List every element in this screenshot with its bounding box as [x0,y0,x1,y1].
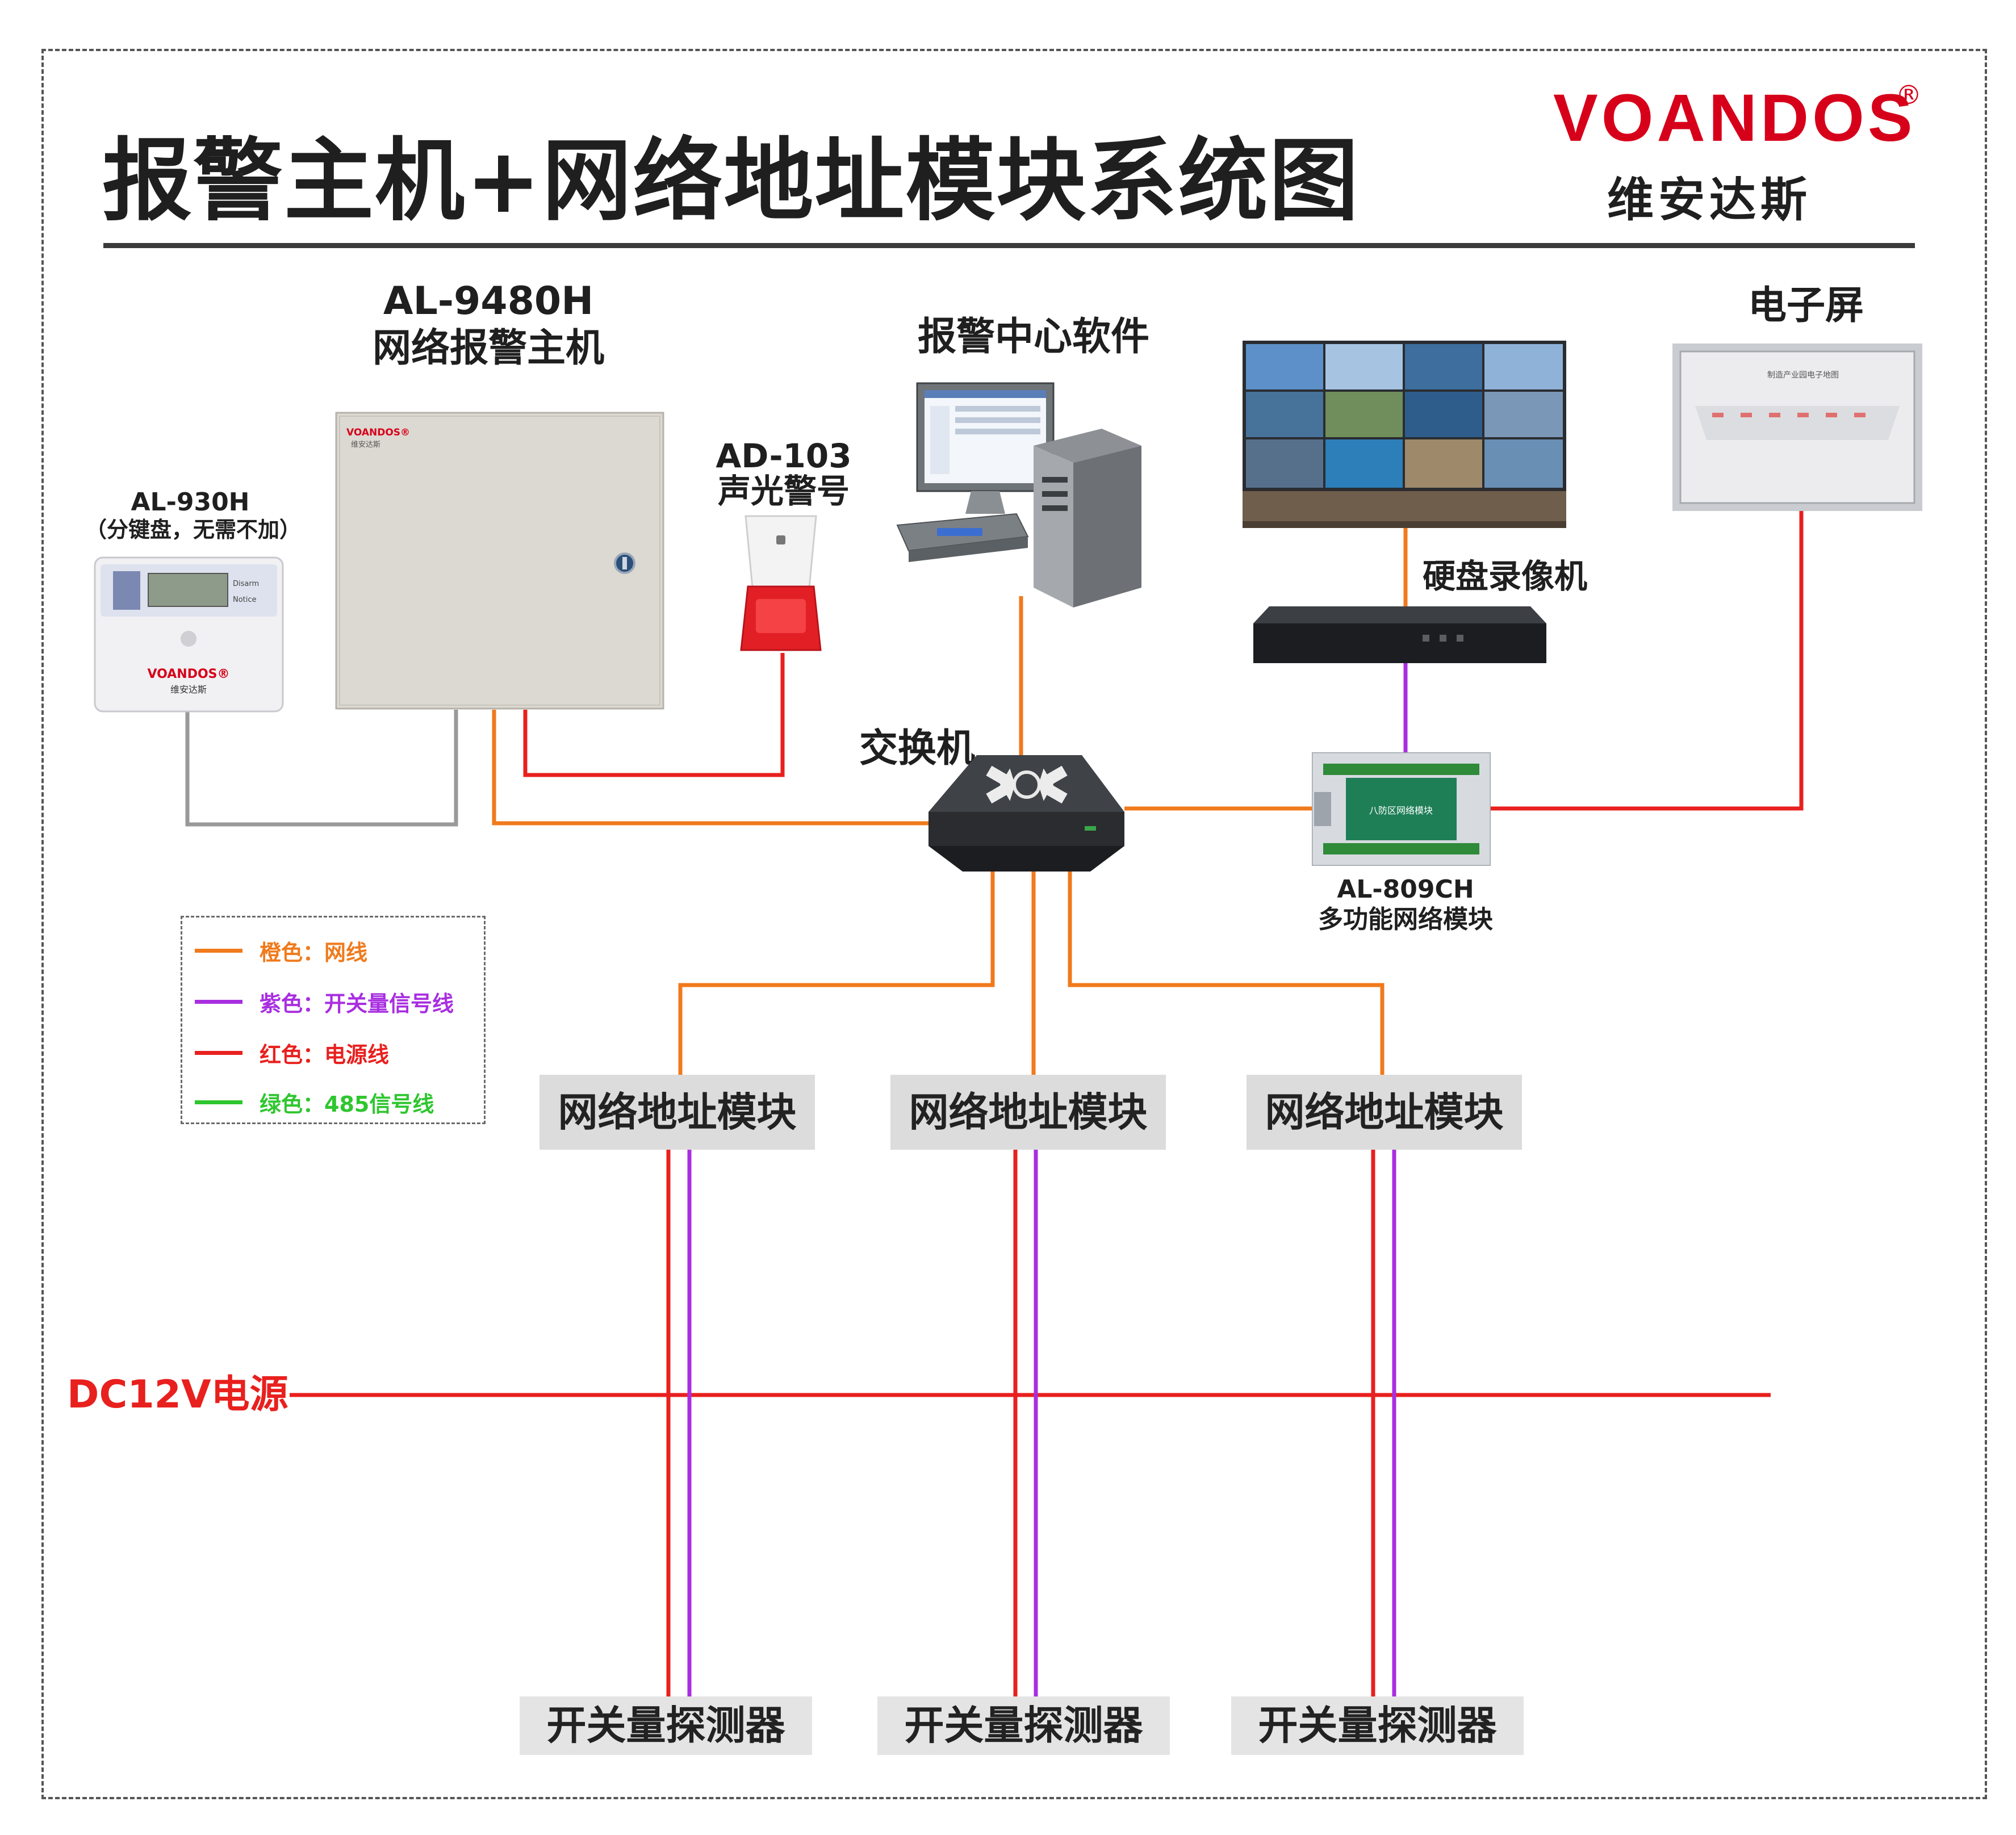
legend-text-network: 橙色：网线 [260,940,368,965]
dashed-frame [41,49,1987,1799]
keypad-screen-text-1: Disarm [233,580,259,588]
module-board-label: 八防区网络模块 [1369,805,1433,816]
wire-host-siren [523,653,785,777]
alarm-center-pc-icon [896,382,1141,608]
keypad-brand-text: VOANDOS® [148,667,230,681]
keypad-brand-cn-text: 维安达斯 [170,684,207,695]
wire-host-switch [492,710,928,826]
wire-keypad-host [185,710,458,827]
switch-arrows-icon [986,765,1068,804]
legend-item-network: 橙色：网线 [195,936,367,965]
page-title: 报警主机+网络地址模块系统图 [102,129,1360,233]
dc12v-power-label: DC12V电源 [67,1372,288,1417]
legend-swatch-signal [195,999,242,1004]
legend-item-485: 绿色：485信号线 [195,1088,434,1117]
legend-swatch-network [195,948,242,953]
brand-logo-en: VOANDOS [1553,81,1916,156]
network-address-module-2: 网络地址模块 [890,1075,1166,1150]
video-wall [1243,341,1566,528]
screen-name-label: 电子屏 [1747,283,1864,328]
siren-device [740,515,822,651]
keypad-screen-text-2: Notice [233,596,257,604]
network-switch [928,755,1124,872]
legend-item-signal: 紫色：开关量信号线 [195,987,454,1016]
siren-model-label: AD-103 [716,437,852,475]
siren-sensor-icon [776,535,785,544]
color-legend: 橙色：网线 紫色：开关量信号线 红色：电源线 绿色：485信号线 [181,916,486,1124]
electronic-screen: 制造产业园电子地图 [1672,343,1922,511]
host-cabinet: VOANDOS® 维安达斯 [335,412,664,710]
netmodule-model-label: AL-809CH [1337,875,1474,904]
keypad-device: Disarm Notice VOANDOS® 维安达斯 [94,556,284,713]
netmodule-name-label: 多功能网络模块 [1318,905,1493,934]
legend-item-power: 红色：电源线 [195,1038,389,1067]
legend-text-485: 绿色：485信号线 [260,1091,434,1117]
brand-registered-mark: ® [1896,79,1922,110]
keypad-model-label: AL-930H [131,488,250,517]
switch-detector-2: 开关量探测器 [877,1696,1170,1755]
network-address-module-3: 网络地址模块 [1247,1075,1522,1150]
host-model-label: AL-9480H [383,279,594,324]
dvr-name-label: 硬盘录像机 [1422,557,1587,596]
host-brand-cn-text: 维安达斯 [351,441,380,449]
network-address-module-1: 网络地址模块 [539,1075,815,1150]
dvr-device [1253,606,1546,663]
multifunction-network-module: 八防区网络模块 [1312,752,1491,866]
legend-text-signal: 紫色：开关量信号线 [260,991,454,1016]
legend-text-power: 红色：电源线 [260,1042,390,1067]
wire-switch-module-3 [1068,857,1385,1076]
keypad-speaker-icon [181,631,196,647]
switch-detector-1: 开关量探测器 [520,1696,812,1755]
software-name-label: 报警中心软件 [917,315,1149,359]
switch-detector-3: 开关量探测器 [1231,1696,1524,1755]
legend-swatch-power [195,1050,242,1055]
wire-netmodule-screen [1488,511,1804,811]
legend-swatch-485 [195,1100,242,1104]
title-divider [103,243,1915,248]
keypad-note-label: （分键盘，无需不加） [85,517,301,542]
host-brand-text: VOANDOS® [346,427,410,438]
switch-name-label: 交换机 [859,726,975,771]
screen-map-title: 制造产业园电子地图 [1767,371,1839,380]
brand-logo-cn: 维安达斯 [1607,173,1812,227]
host-name-label: 网络报警主机 [372,326,604,371]
siren-name-label: 声光警号 [717,472,850,510]
wire-switch-module-1 [678,857,995,1076]
